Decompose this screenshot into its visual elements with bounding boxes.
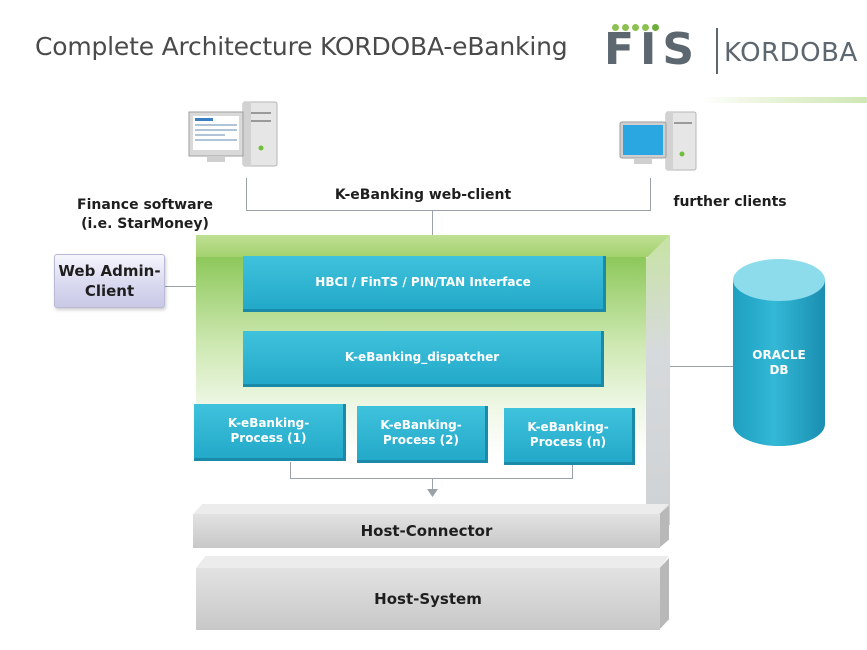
finance-software-label: Finance software (i.e. StarMoney) [70,196,220,234]
server-block-side [646,235,670,525]
host-system-top [196,556,669,568]
process-2-line1: K-eBanking- [380,418,462,432]
computer-finance-icon [188,101,278,167]
admin-client-line2: Client [84,282,135,300]
logo-dot [612,24,619,31]
host-system-bar: Host-System [196,568,660,630]
process-2-line2: Process (2) [383,433,459,447]
process-n-line1: K-eBanking- [527,420,609,434]
db-label-line2: DB [769,363,789,377]
process-box-2: K-eBanking- Process (2) [357,406,488,463]
finance-software-line2: (i.e. StarMoney) [81,216,209,232]
connector-line [572,465,573,478]
server-block-top [196,235,670,257]
connector-line [432,210,433,238]
connector-line [650,178,651,210]
connector-line [290,462,291,478]
host-connector-top [193,504,669,514]
connector-line [246,178,247,210]
host-connector-bar: Host-Connector [193,514,660,548]
connector-line [165,286,197,287]
connector-line [660,366,734,367]
logo-separator [716,28,718,74]
logo-dot [632,24,639,31]
process-n-line2: Process (n) [529,435,607,449]
admin-client-line1: Web Admin- [58,262,161,280]
logo-dot [622,24,629,31]
process-1-line2: Process (1) [230,431,307,445]
computer-further-icon [619,111,697,171]
arrow-down-icon [427,489,438,497]
process-1-line1: K-eBanking- [227,416,310,430]
web-admin-client-box: Web Admin- Client [54,254,165,308]
dispatcher-box: K-eBanking_dispatcher [243,331,604,387]
logo-dot [642,24,649,31]
process-box-n: K-eBanking- Process (n) [504,408,635,465]
process-box-1: K-eBanking- Process (1) [194,404,346,461]
host-system-side [659,558,669,630]
logo-dot [652,24,659,31]
oracle-db-label: ORACLE DB [731,348,827,378]
further-clients-label: further clients [673,194,787,210]
db-label-line1: ORACLE [752,348,806,362]
hbci-interface-box: HBCI / FinTS / PIN/TAN Interface [243,256,606,312]
logo-underline [700,97,867,103]
host-connector-side [659,506,669,548]
logo-name: KORDOBA [724,38,858,68]
connector-line [432,478,433,491]
logo-brand: FIS [604,24,701,75]
connector-line [246,210,651,211]
finance-software-line1: Finance software [77,197,213,213]
database-cylinder-icon [733,259,825,446]
connector-line [290,478,573,479]
page-title: Complete Architecture KORDOBA-eBanking [35,32,568,61]
web-client-label: K-eBanking web-client [334,187,512,203]
